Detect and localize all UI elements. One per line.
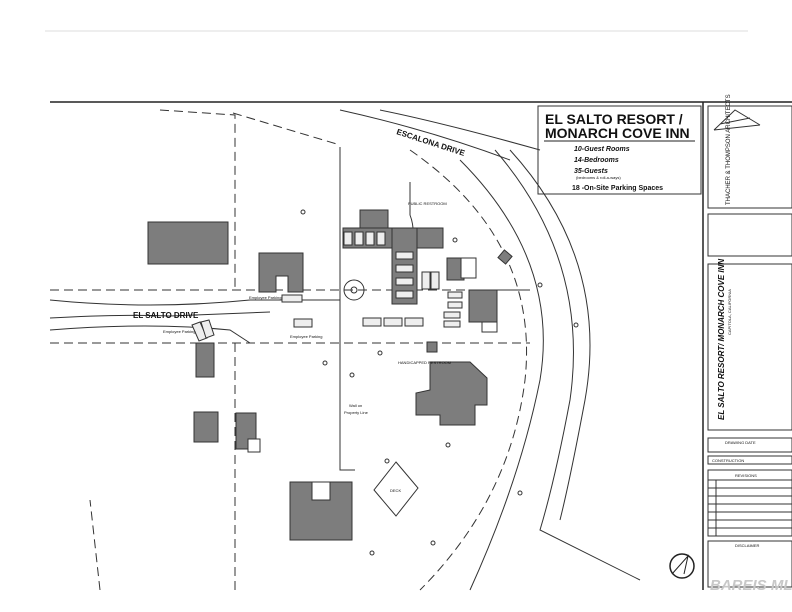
label-wall: Wall on (349, 403, 362, 408)
label-employee-parking-2: Employee Parking (163, 329, 195, 334)
watermark-logo: BAREIS MLS (710, 577, 792, 594)
architect-name: THACHER & THOMPSON ARCHITECTS (726, 94, 732, 205)
label-public-restroom: PUBLIC RESTROOM (408, 201, 447, 206)
title-line1: EL SALTO RESORT / (545, 111, 683, 127)
north-arrow-icon (669, 553, 695, 579)
drawing-date-label: DRAWING DATE (725, 440, 756, 445)
architect-logo-icon (713, 109, 761, 131)
project-location: CAPITOLA, CALIFORNIA (727, 289, 732, 335)
building-sw-a (193, 411, 219, 443)
road-label-el-salto: EL SALTO DRIVE (133, 311, 199, 320)
building-main-inn (415, 361, 488, 426)
title-line2: MONARCH COVE INN (545, 125, 690, 141)
label-deck: DECK (390, 488, 401, 493)
building-east (468, 289, 498, 323)
revisions-label: REVISIONS (735, 473, 757, 478)
stat-guests: 35-Guests (574, 168, 608, 175)
label-handicapped-restroom: HANDICAPPED RESTROOM (398, 360, 451, 365)
stat-guests-note: (bedrooms & roll-a-ways) (576, 175, 621, 180)
stat-rooms: 10-Guest Rooms (574, 146, 630, 153)
buildings (147, 209, 513, 541)
stat-parking: 18 -On-Site Parking Spaces (572, 185, 663, 192)
building-small-west (195, 342, 215, 378)
roads (49, 109, 641, 591)
deck (373, 461, 419, 517)
project-name-vertical: EL SALTO RESORT/ MONARCH COVE INN (717, 259, 726, 420)
construction-label: CONSTRUCTION (712, 458, 744, 463)
trees (300, 209, 579, 556)
title-block: THACHER & THOMPSON ARCHITECTS EL SALTO R… (702, 94, 792, 590)
building-shed (497, 249, 513, 265)
disclaimer-label: DISCLAIMER (735, 543, 760, 548)
stat-bedrooms: 14-Bedrooms (574, 157, 619, 164)
building-northwest (147, 221, 229, 265)
building-south (289, 481, 353, 541)
road-label-escalona: ESCALONA DRIVE (395, 127, 466, 158)
label-employee-parking-1: Employee Parking (249, 295, 281, 300)
title-box: EL SALTO RESORT / MONARCH COVE INN 10-Gu… (537, 105, 702, 195)
building-cottage (258, 252, 304, 293)
label-employee-parking-3: Employee Parking (290, 334, 322, 339)
parking-spaces (191, 231, 463, 342)
label-wall-2: Property Line (344, 410, 369, 415)
